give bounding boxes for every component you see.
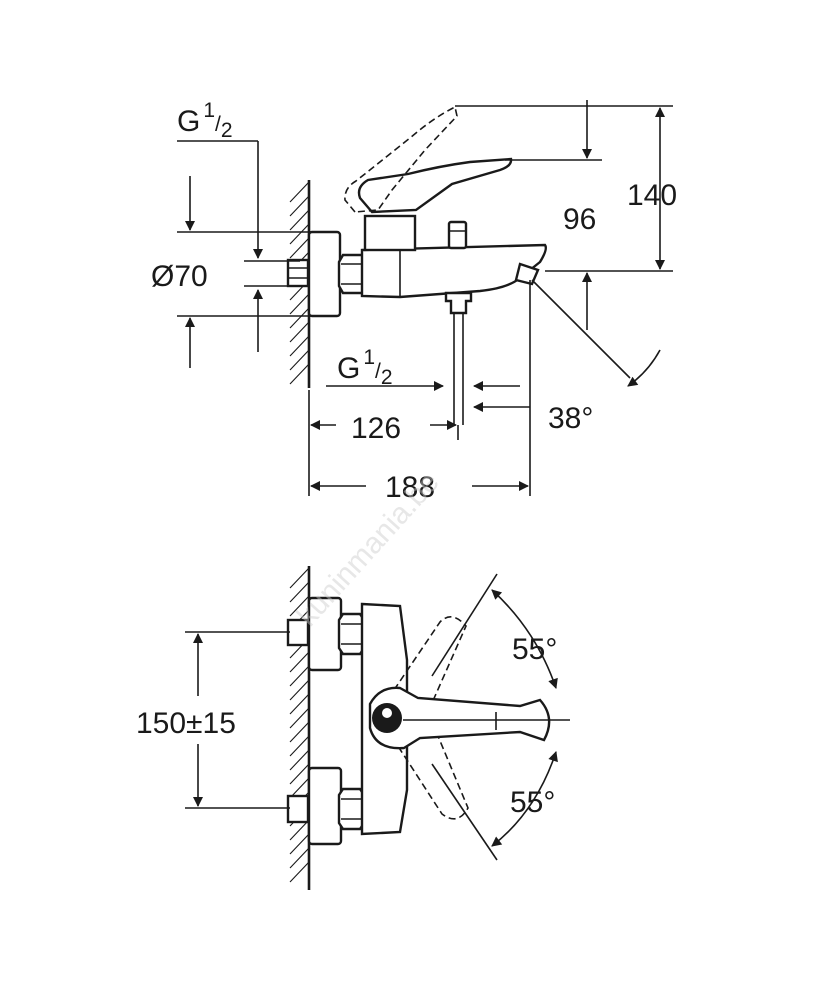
wall-hatch-line	[289, 181, 310, 203]
wall-hatch-line	[289, 567, 310, 589]
aerator	[514, 262, 540, 286]
dim-126: 126	[351, 412, 401, 445]
wall-hatch-line	[289, 777, 310, 799]
outlet-fitting	[444, 291, 473, 315]
wall-hatch-line	[289, 763, 310, 785]
wall-hatch-line	[289, 707, 310, 729]
dim-140: 140	[627, 179, 677, 212]
wall-hatch-line	[289, 721, 310, 743]
angle-38: 38°	[548, 402, 593, 435]
wall-hatch-line	[289, 349, 310, 371]
diverter-knob	[447, 220, 468, 250]
dim-150: 150±15	[136, 707, 236, 740]
wall-hatch-line	[289, 195, 310, 217]
wall-hatch-line	[289, 819, 310, 841]
wall-hatch-line	[289, 735, 310, 757]
wall-hatch-line	[289, 307, 310, 329]
hex-nut-upper	[337, 612, 366, 656]
wall-hatch-line	[289, 749, 310, 771]
diameter-label: Ø70	[151, 260, 208, 293]
wall-hatch-line	[289, 223, 310, 245]
wall-hatch-line	[289, 833, 310, 855]
lever-left-dashed	[392, 616, 467, 714]
lever-open-dashed	[344, 105, 458, 213]
cartridge-housing	[363, 214, 417, 252]
wall-hatch-line	[289, 237, 310, 259]
wall-hatch-line	[289, 651, 310, 673]
lever-front	[368, 686, 551, 750]
wall-hatch-line	[289, 595, 310, 617]
wall-hatch-line	[289, 335, 310, 357]
wall-hatch-line	[289, 321, 310, 343]
inlet-fitting	[286, 258, 310, 288]
angle-lower: 55°	[510, 786, 555, 819]
inlet-fitting-lower	[286, 794, 310, 824]
wall-plate	[307, 230, 342, 318]
hex-nut-lower	[337, 787, 366, 831]
dim-96: 96	[563, 203, 596, 236]
wall-hatch-line	[289, 363, 310, 385]
wall-plate-lower	[307, 766, 343, 846]
front-view: 55° 55° 150±15	[136, 566, 570, 890]
wall-hatch-line	[289, 293, 310, 315]
lever-right-dashed	[392, 710, 469, 820]
dim-188: 188	[385, 471, 435, 504]
wall-hatch-line	[289, 693, 310, 715]
wall-hatch-line	[289, 679, 310, 701]
angle-upper: 55°	[512, 633, 557, 666]
wall-hatch-line	[289, 665, 310, 687]
lever-closed	[357, 157, 513, 214]
wall-hatch-line	[289, 847, 310, 869]
wall-hatch-line	[289, 209, 310, 231]
wall-hatch-line	[289, 581, 310, 603]
wall-hatch-line	[289, 861, 310, 883]
